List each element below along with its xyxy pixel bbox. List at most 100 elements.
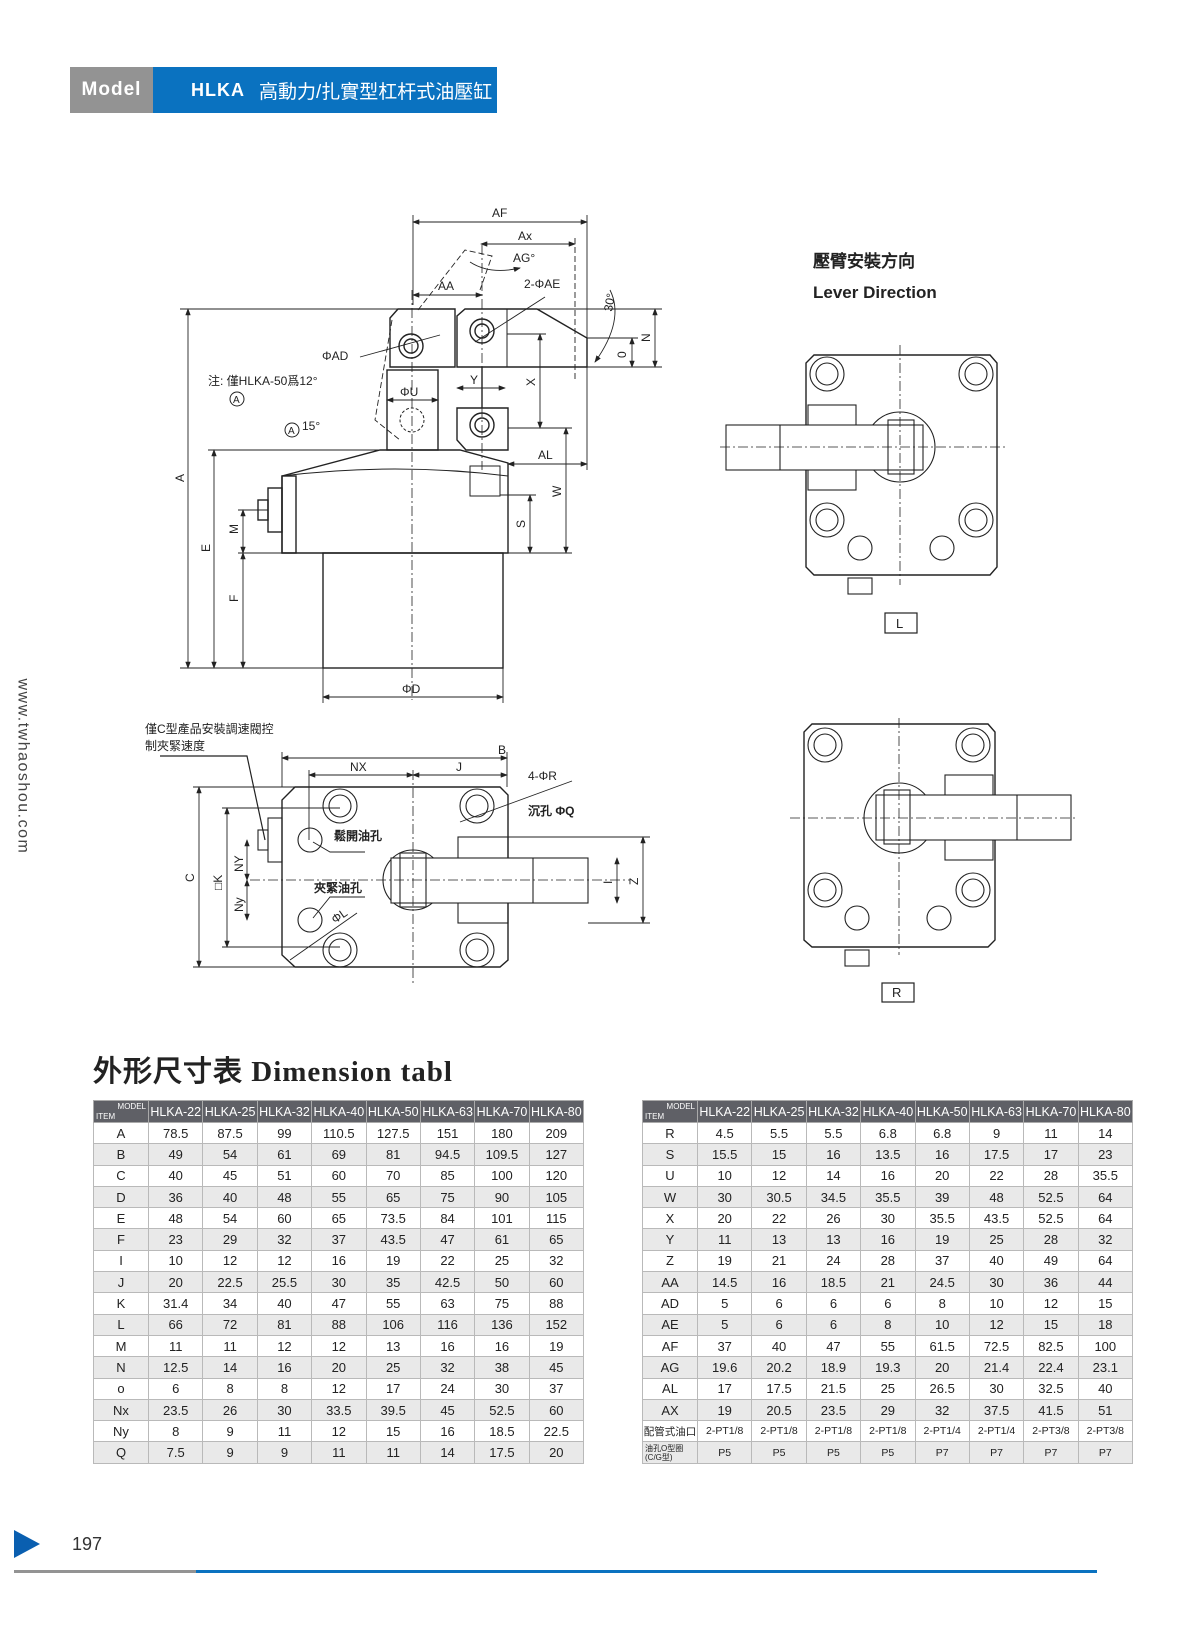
value-cell: 8 [914, 1292, 970, 1315]
value-cell: 48 [256, 1185, 313, 1209]
value-cell: 26 [805, 1207, 862, 1230]
left-tag: L [896, 616, 903, 631]
lever-arm [374, 249, 588, 451]
value-cell: 61.5 [914, 1334, 970, 1358]
value-cell: 22 [968, 1164, 1025, 1187]
label-release-port: 鬆開油孔 [334, 828, 382, 843]
value-cell: 21 [860, 1271, 916, 1294]
value-cell: 47 [311, 1292, 367, 1315]
circle-a-label: A [233, 395, 240, 406]
value-cell: 32 [1077, 1228, 1134, 1251]
circle-a-label-2: A [288, 426, 295, 437]
speed-valve-note-1: 僅C型產品安裝調速閥控 [145, 721, 274, 736]
value-cell: 69 [311, 1143, 367, 1166]
value-cell: 2-PT3/8 [1023, 1420, 1079, 1443]
value-cell: 14 [202, 1356, 258, 1379]
value-cell: 16 [419, 1420, 476, 1443]
value-cell: 14.5 [696, 1271, 753, 1294]
model-code: HLKA [191, 79, 245, 100]
value-cell: 19 [696, 1249, 753, 1273]
value-cell: 115 [528, 1207, 585, 1230]
value-cell: 9 [202, 1420, 258, 1443]
value-cell: 15 [365, 1420, 421, 1443]
value-cell: 41.5 [1023, 1398, 1079, 1422]
value-cell: 18.5 [805, 1271, 862, 1294]
label-AL: AL [538, 448, 553, 462]
value-cell: 6.8 [860, 1121, 916, 1145]
note-hlka50: 注: 僅HLKA-50爲12° [208, 373, 318, 388]
value-cell: 11 [202, 1334, 258, 1358]
value-cell: 25.5 [256, 1271, 313, 1294]
model-column-header: HLKA-70 [1023, 1100, 1079, 1123]
value-cell: 51 [256, 1164, 313, 1187]
model-label: Model [70, 67, 153, 113]
model-column-header: HLKA-50 [365, 1100, 421, 1123]
model-column-header: HLKA-70 [474, 1100, 530, 1123]
value-cell: 65 [311, 1207, 367, 1230]
value-cell: 35.5 [914, 1207, 970, 1230]
value-cell: 11 [696, 1228, 753, 1251]
value-cell: 6.8 [914, 1121, 970, 1145]
value-cell: P5 [751, 1441, 807, 1464]
value-cell: 5.5 [751, 1121, 807, 1145]
value-cell: 152 [528, 1313, 585, 1336]
item-cell: Y [642, 1228, 698, 1251]
value-cell: 7.5 [147, 1441, 204, 1464]
value-cell: 48 [147, 1207, 204, 1230]
value-cell: 20 [311, 1356, 367, 1379]
value-cell: 12 [751, 1164, 807, 1187]
value-cell: 9 [256, 1441, 313, 1464]
value-cell: 49 [1023, 1249, 1079, 1273]
value-cell: 30 [474, 1377, 530, 1400]
label-C: C [183, 873, 197, 882]
item-cell: AL [642, 1377, 698, 1400]
value-cell: 35 [365, 1271, 421, 1294]
value-cell: 151 [419, 1121, 476, 1145]
value-cell: 20 [528, 1441, 585, 1464]
page-number: 197 [72, 1534, 103, 1554]
value-cell: 30 [968, 1377, 1025, 1400]
value-cell: 36 [1023, 1271, 1079, 1294]
item-cell: Z [642, 1249, 698, 1273]
value-cell: 34 [202, 1292, 258, 1315]
value-cell: 66 [147, 1313, 204, 1336]
value-cell: 63 [419, 1292, 476, 1315]
value-cell: 81 [365, 1143, 421, 1166]
model-column-header: HLKA-25 [751, 1100, 807, 1123]
corner-model: MODEL [666, 1102, 695, 1111]
value-cell: 116 [419, 1313, 476, 1336]
value-cell: 23 [1077, 1143, 1134, 1166]
value-cell: 40 [751, 1334, 807, 1358]
label-counterbore-Q: 沉孔 ΦQ [528, 803, 575, 818]
value-cell: 33.5 [311, 1398, 367, 1422]
value-cell: 32 [528, 1249, 585, 1273]
value-cell: 35.5 [1077, 1164, 1134, 1187]
value-cell: 5 [696, 1313, 753, 1336]
item-cell: AF [642, 1334, 698, 1358]
value-cell: 16 [751, 1271, 807, 1294]
value-cell: 15 [1023, 1313, 1079, 1336]
dimension-lines [180, 215, 662, 703]
value-cell: 127 [528, 1143, 585, 1166]
model-column-header: HLKA-40 [860, 1100, 916, 1123]
value-cell: 6 [751, 1292, 807, 1315]
value-cell: 17 [365, 1377, 421, 1400]
value-cell: 54 [202, 1143, 258, 1166]
label-A: A [173, 474, 187, 482]
value-cell: 48 [968, 1185, 1025, 1209]
value-cell: 28 [1023, 1164, 1079, 1187]
page-arrow-icon [14, 1530, 40, 1558]
footer-rule-blue [196, 1570, 1097, 1573]
value-cell: P7 [968, 1441, 1025, 1464]
value-cell: 26.5 [914, 1377, 970, 1400]
value-cell: 8 [256, 1377, 313, 1400]
value-cell: 22 [751, 1207, 807, 1230]
